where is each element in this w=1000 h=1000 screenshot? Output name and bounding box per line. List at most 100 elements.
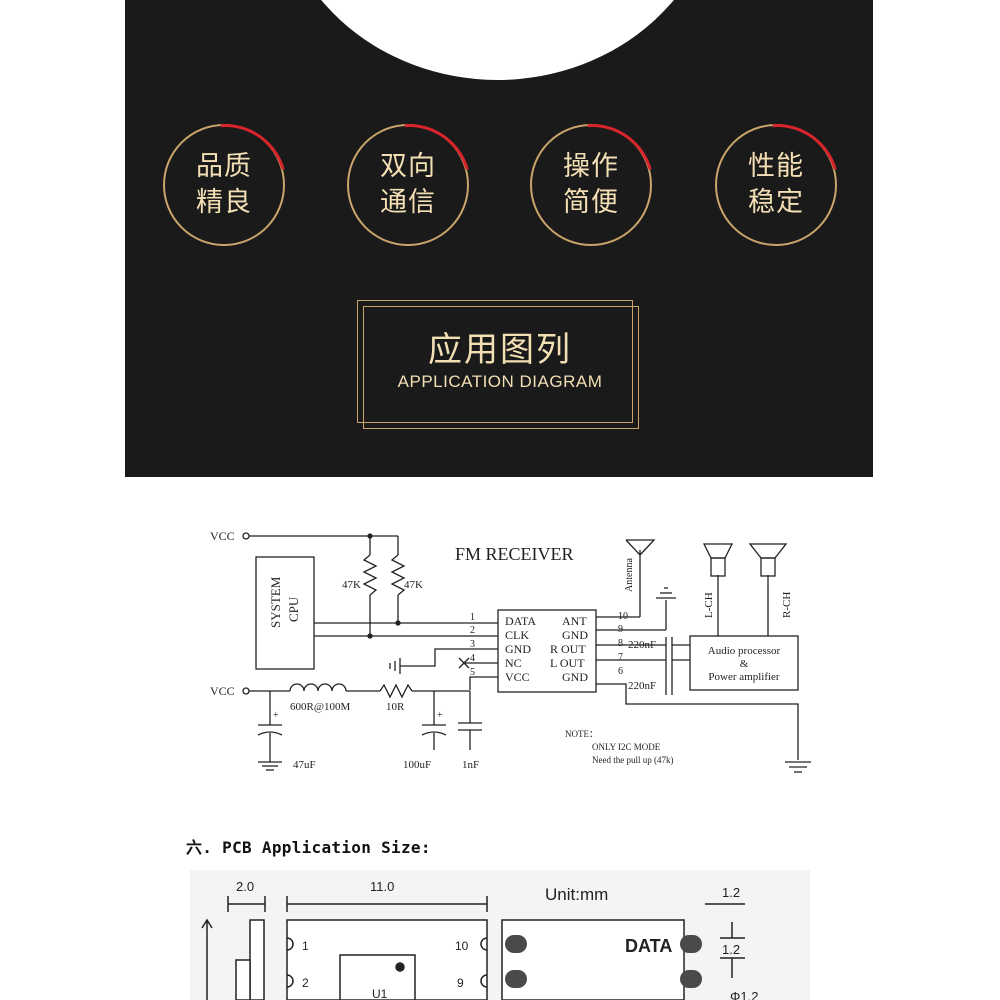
frame-border-outer (357, 300, 633, 423)
pin-number: 4 (470, 653, 475, 664)
castellated-pad (286, 937, 294, 951)
castellated-pad (480, 974, 488, 988)
note-title: NOTE： (565, 729, 598, 739)
pin-number: 8 (618, 638, 623, 649)
system-cpu-box (255, 556, 315, 670)
nc-mark (458, 657, 470, 669)
pcb-pin-2: 2 (302, 976, 309, 990)
footprint-pad (505, 935, 527, 953)
audio-label-2: & (740, 658, 749, 670)
feature-label: 操作 简便 (530, 149, 652, 221)
feature-stable: 性能 稳定 (715, 124, 837, 246)
unit-label: Unit:mm (545, 885, 608, 904)
vcc-terminal-bottom (242, 687, 250, 695)
feature-ring (347, 124, 469, 246)
pin-number: 1 (470, 612, 475, 623)
pin-name: NC (505, 656, 522, 670)
feature-label-line2: 稳定 (748, 187, 804, 218)
vcc-pin-wire (469, 676, 498, 690)
feature-label: 双向 通信 (347, 149, 469, 221)
cap-220nf-2-label: 220nF (628, 680, 656, 692)
speaker-left-icon (710, 557, 726, 577)
frame-border-inner (363, 306, 639, 429)
pin-number: 5 (470, 667, 475, 678)
banner-top-arc (275, 0, 720, 80)
junction-dot (367, 633, 373, 639)
dim-arrow (201, 918, 213, 929)
resistor-10r-label: 10R (386, 701, 405, 713)
dim-1-2-top: 1.2 (722, 885, 740, 900)
pcb-section-heading: 六. PCB Application Size: (186, 838, 431, 857)
inductor-label: 600R@100M (290, 701, 350, 713)
footprint-pad (680, 935, 702, 953)
resistor-10r (379, 683, 413, 699)
pin-number: 7 (618, 652, 623, 663)
resistor-47k-1-label: 47K (342, 579, 361, 591)
pcb-drawing-background (190, 870, 810, 1000)
resistor-47k-1 (362, 554, 378, 596)
footprint-pad (680, 970, 702, 988)
feature-label-line1: 性能 (748, 151, 804, 182)
antenna-icon (625, 539, 656, 556)
chip-u1-label: U1 (372, 987, 388, 1000)
cap-220nf-1-label: 220nF (628, 639, 656, 651)
feature-two-way: 双向 通信 (347, 124, 469, 246)
feature-easy: 操作 简便 (530, 124, 652, 246)
audio-label-3: Power amplifier (708, 671, 780, 683)
dim-2-0: 2.0 (236, 879, 254, 894)
cap-47uf-label: 47uF (293, 759, 316, 771)
side-view (249, 919, 265, 1000)
speaker-right-icon (760, 557, 776, 577)
inductor (289, 683, 347, 692)
feature-ring (163, 124, 285, 246)
feature-quality: 品质 精良 (163, 124, 285, 246)
gnd-pin-wire (400, 648, 498, 667)
feature-label-line2: 精良 (196, 187, 252, 218)
feature-ring (530, 124, 652, 246)
polarity-plus: + (437, 710, 443, 721)
fm-receiver-schematic: FM RECEIVER VCC 47K 47K SYSTEM CPU 1 2 3… (210, 529, 811, 773)
feature-label-line1: 品质 (196, 151, 252, 182)
speaker-right-icon (748, 543, 788, 559)
note-line-1: ONLY I2C MODE (592, 742, 661, 752)
system-cpu-label-1: SYSTEM (268, 576, 283, 628)
castellated-pad (480, 937, 488, 951)
chip-pin1-dot (395, 962, 405, 972)
schematic-title: FM RECEIVER (455, 544, 574, 564)
system-cpu-label-2: CPU (286, 596, 301, 622)
feature-label-line1: 双向 (380, 151, 436, 182)
side-view (235, 959, 251, 1000)
pin-name: R OUT (550, 642, 586, 656)
rch-label: R-CH (781, 592, 793, 618)
cap-47uf (257, 731, 283, 736)
pin-number: 2 (470, 625, 475, 636)
gnd-wire (596, 683, 799, 760)
footprint-outline (501, 919, 685, 1000)
audio-processor-box (689, 635, 799, 691)
pin-name: CLK (505, 628, 529, 642)
application-subtitle: APPLICATION DIAGRAM (397, 372, 603, 391)
pcb-pin-9: 9 (457, 976, 464, 990)
feature-ring (715, 124, 837, 246)
cap-100uf (421, 731, 447, 736)
pcb-size-drawing: 2.0 11.0 Unit:mm 1.2 1 2 10 9 U1 DATA 1.… (190, 870, 810, 1000)
footprint-pad (505, 970, 527, 988)
vcc-label-top: VCC (210, 529, 235, 543)
feature-label-line2: 简便 (563, 187, 619, 218)
pin-name: GND (505, 642, 531, 656)
feature-label-line1: 操作 (563, 151, 619, 182)
dark-banner: 品质 精良 双向 通信 操作 简便 性能 稳定 应用图列 APPLICATION… (125, 0, 873, 477)
pin-name: DATA (505, 614, 536, 628)
pcb-pin-10: 10 (455, 939, 469, 953)
chip-u1 (339, 954, 416, 1000)
vcc-label-bottom: VCC (210, 684, 235, 698)
audio-label-1: Audio processor (708, 645, 781, 657)
application-title-frame: 应用图列 APPLICATION DIAGRAM (357, 300, 639, 429)
feature-label-line2: 通信 (380, 187, 436, 218)
lch-label: L-CH (703, 592, 715, 618)
feature-label: 品质 精良 (163, 149, 285, 221)
antenna-label: Antenna (624, 558, 635, 592)
resistor-47k-2-label: 47K (404, 579, 423, 591)
pcb-pin-1: 1 (302, 939, 309, 953)
junction-dot (395, 620, 401, 626)
